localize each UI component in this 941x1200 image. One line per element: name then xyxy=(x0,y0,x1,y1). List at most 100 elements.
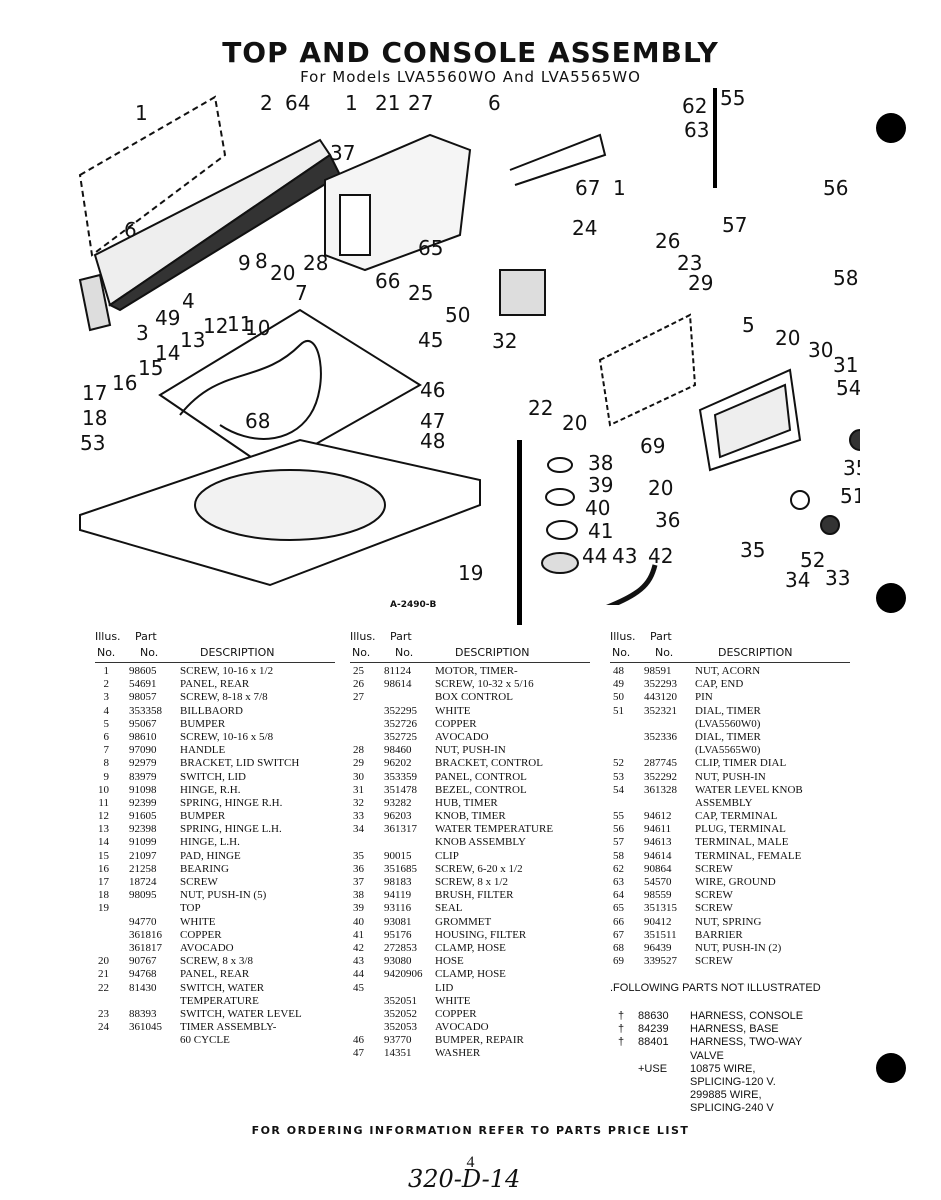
header-rule xyxy=(610,662,850,663)
illus-number: 29 xyxy=(353,757,364,770)
part-number: 94614 xyxy=(644,849,672,862)
table-row: (LVA5560W0) xyxy=(610,718,850,731)
part-description: WASHER xyxy=(435,1047,481,1060)
part-description: SCREW, 10-32 x 5/16 xyxy=(435,678,534,691)
part-number: 96203 xyxy=(384,810,412,823)
part-number: 352725 xyxy=(384,730,417,743)
page-title: TOP AND CONSOLE ASSEMBLY xyxy=(222,36,719,69)
part-number: 339527 xyxy=(644,955,677,968)
callout-label: 7 xyxy=(295,281,308,305)
part-number: 352726 xyxy=(384,717,417,730)
part-number: 98095 xyxy=(129,889,157,902)
part-description: WHITE xyxy=(180,915,216,928)
part-description: WATER LEVEL KNOB xyxy=(695,783,803,796)
callout-label: 26 xyxy=(655,229,680,253)
part-number: 351478 xyxy=(384,783,417,796)
callout-label: 11 xyxy=(227,312,252,336)
illus-number: 23 xyxy=(98,1007,109,1020)
callout-label: 53 xyxy=(80,431,105,455)
part-number: 352292 xyxy=(644,770,677,783)
part-description: SCREW, 8 x 1/2 xyxy=(435,876,508,888)
illus-number: 47 xyxy=(353,1047,364,1060)
illus-number: 30 xyxy=(353,770,364,783)
part-number: 352321 xyxy=(644,704,677,717)
part-description: BARRIER xyxy=(695,928,743,941)
page-number: 4 xyxy=(466,1154,475,1171)
part-number: 92398 xyxy=(129,823,157,836)
illus-number: 1 xyxy=(103,665,110,677)
part-number: 96202 xyxy=(384,757,412,770)
callout-label: 19 xyxy=(458,561,483,585)
illus-number: 39 xyxy=(353,902,364,915)
illus-number: 21 xyxy=(98,968,109,981)
ordering-note: FOR ORDERING INFORMATION REFER TO PARTS … xyxy=(251,1124,690,1137)
part-number: 94768 xyxy=(129,968,157,981)
illus-number: 52 xyxy=(613,757,624,770)
callout-label: 18 xyxy=(82,406,107,430)
callout-label: 55 xyxy=(720,86,745,110)
part-number: 84239 xyxy=(638,1023,669,1036)
part-description: BRUSH, FILTER xyxy=(435,889,514,902)
table-row: +USE 10875 WIRE, xyxy=(610,1063,821,1076)
illus-number: 27 xyxy=(353,691,364,704)
part-description: LID xyxy=(435,981,454,994)
header-illus-no: No. xyxy=(97,646,116,659)
illus-number: 7 xyxy=(103,744,110,757)
part-number: 83979 xyxy=(129,770,157,783)
callout-label: 12 xyxy=(203,314,228,338)
illus-number: 64 xyxy=(613,889,624,902)
part-description: DIAL, TIMER xyxy=(695,730,761,743)
part-number: 95176 xyxy=(384,928,412,941)
illus-number: 42 xyxy=(353,941,364,954)
callout-label: 43 xyxy=(612,544,637,568)
part-description: DIAL, TIMER xyxy=(695,704,761,717)
illus-number: 55 xyxy=(613,810,624,823)
part-description: SCREW xyxy=(695,862,733,875)
divider-bar xyxy=(713,88,717,188)
illus-number: 38 xyxy=(353,889,364,902)
table-row: KNOB ASSEMBLY xyxy=(350,836,590,849)
part-number: 94119 xyxy=(384,889,412,902)
part-description: 10875 WIRE, xyxy=(690,1062,756,1075)
part-description: SCREW, 8-18 x 7/8 xyxy=(180,691,268,704)
part-number: 98183 xyxy=(384,876,412,888)
illus-number: 17 xyxy=(98,876,109,888)
callout-label: 15 xyxy=(138,356,163,380)
part-number: 352295 xyxy=(384,704,417,717)
part-description: ASSEMBLY xyxy=(695,796,753,809)
part-number: +USE xyxy=(638,1062,668,1075)
callout-label: 66 xyxy=(375,269,400,293)
illus-number: 2 xyxy=(103,678,110,691)
callout-label: 62 xyxy=(682,94,707,118)
header-part: Part xyxy=(390,630,412,643)
part-number: 18724 xyxy=(129,876,157,888)
part-number: 91099 xyxy=(129,836,157,849)
illus-number: 56 xyxy=(613,823,624,836)
part-number: 90412 xyxy=(644,915,672,928)
not-illustrated-heading: .FOLLOWING PARTS NOT ILLUSTRATED xyxy=(610,982,821,994)
illus-number: 33 xyxy=(353,810,364,823)
callout-label: 50 xyxy=(445,303,470,327)
header-illus: Illus. xyxy=(95,630,121,643)
part-description: CLAMP, HOSE xyxy=(435,941,506,954)
